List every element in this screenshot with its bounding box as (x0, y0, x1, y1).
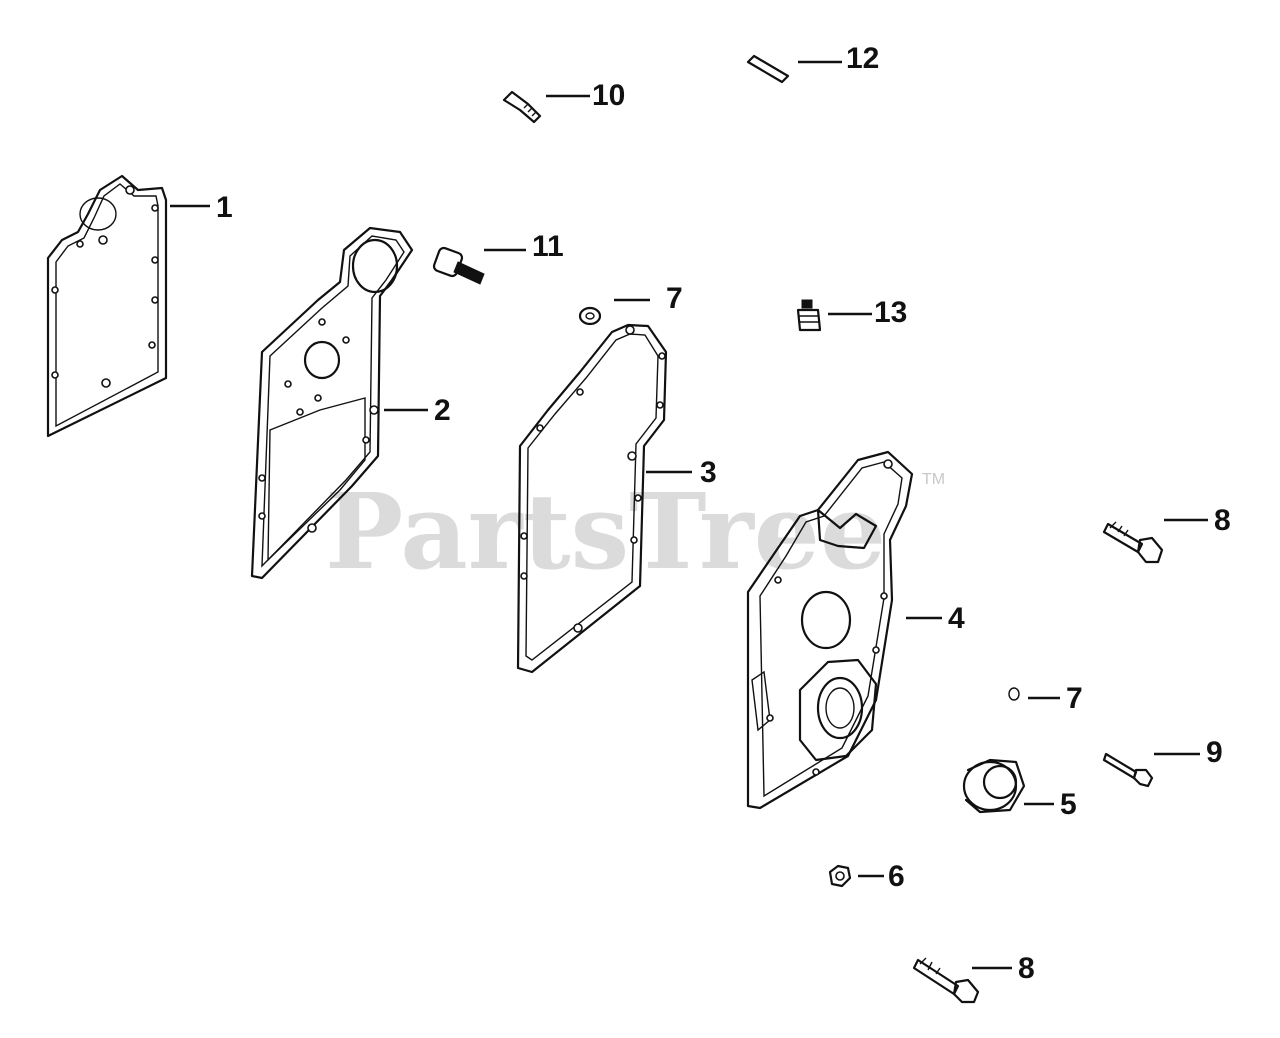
callout-5[interactable]: 5 (1060, 788, 1077, 821)
callout-9[interactable]: 9 (1206, 736, 1223, 769)
part-6-nut[interactable] (828, 864, 852, 888)
callout-8-upper[interactable]: 8 (1214, 504, 1231, 537)
part-7-washer[interactable] (1008, 687, 1020, 701)
parts-tree-watermark: PartsTree TM (325, 470, 945, 593)
callout-12[interactable]: 12 (846, 42, 879, 75)
callout-13[interactable]: 13 (874, 296, 907, 329)
part-3-gasket[interactable] (516, 323, 668, 674)
part-1-gasket[interactable] (46, 174, 168, 438)
callout-1[interactable]: 1 (216, 191, 233, 224)
part-8-bolt[interactable] (1102, 521, 1164, 564)
part-10-screw[interactable] (502, 90, 542, 124)
callout-2[interactable]: 2 (434, 394, 451, 427)
callout-8-lower[interactable]: 8 (1018, 952, 1035, 985)
callout-6[interactable]: 6 (888, 860, 905, 893)
part-8-bolt[interactable] (912, 957, 980, 1004)
watermark-text: PartsTree (325, 470, 886, 593)
part-13-plug[interactable] (796, 299, 822, 332)
part-7-washer[interactable] (578, 306, 602, 326)
part-5-oil-seal[interactable] (962, 758, 1026, 814)
callout-7-upper[interactable]: 7 (666, 282, 683, 315)
part-9-screw[interactable] (1102, 752, 1154, 788)
part-11-bolt[interactable] (432, 246, 485, 285)
part-4-cover[interactable] (746, 450, 914, 810)
part-12-pin[interactable] (746, 54, 790, 84)
callout-4[interactable]: 4 (948, 602, 965, 635)
callout-11[interactable]: 11 (532, 230, 564, 263)
callout-7-lower[interactable]: 7 (1066, 682, 1083, 715)
watermark-tm: TM (922, 471, 945, 488)
callout-3[interactable]: 3 (700, 456, 717, 489)
callout-10[interactable]: 10 (592, 79, 625, 112)
part-2-plate[interactable] (250, 226, 414, 580)
